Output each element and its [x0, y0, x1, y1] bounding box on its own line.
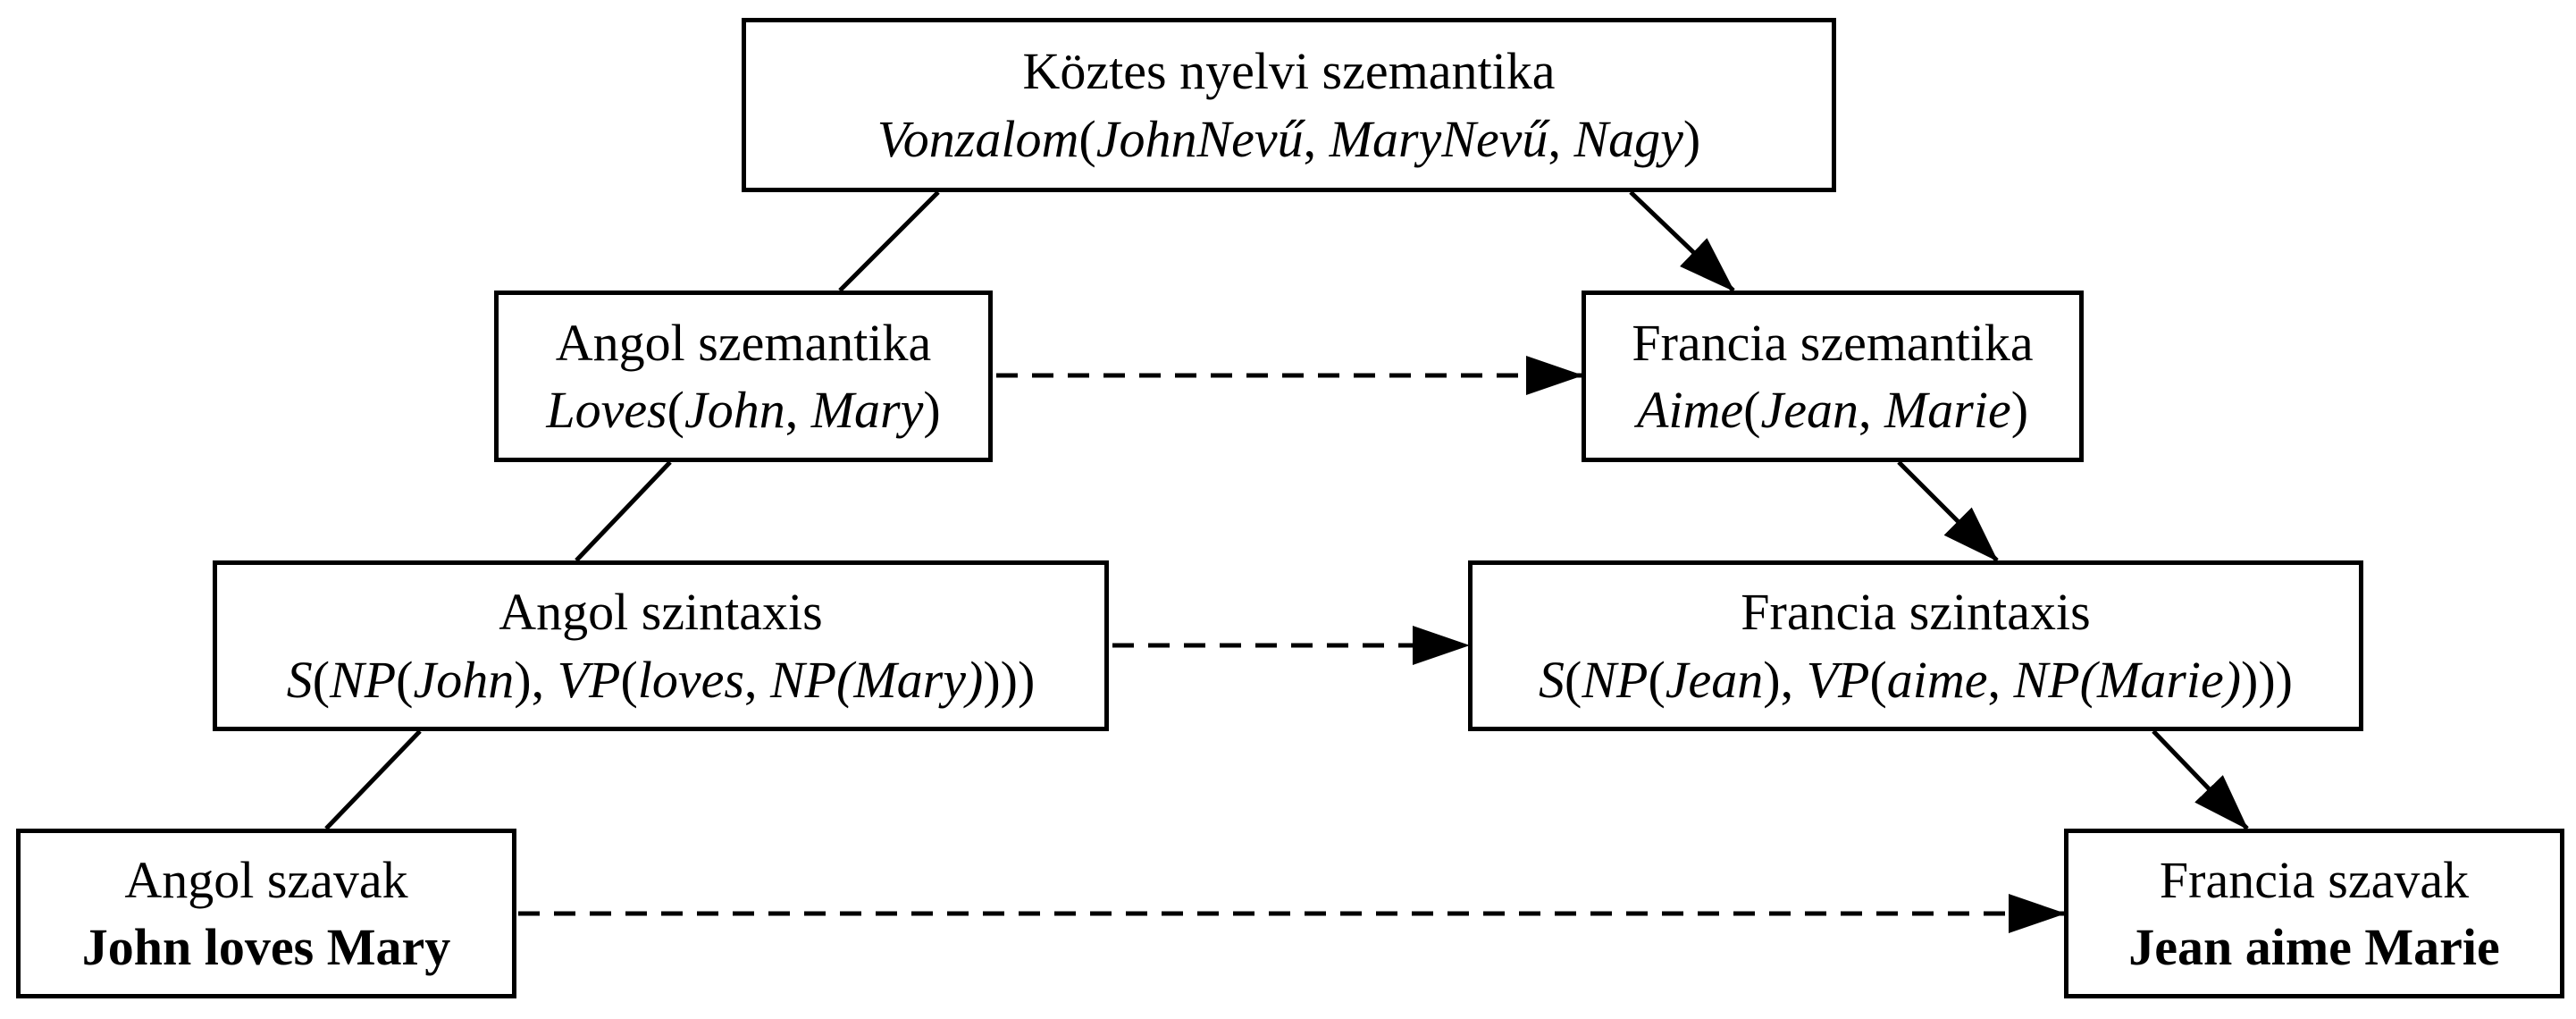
english-semantics-formula: Loves(John, Mary): [546, 381, 941, 439]
french-words-box: Francia szavak Jean aime Marie: [2064, 829, 2564, 998]
interlingua-formula: Vonzalom(JohnNevű, MaryNevű, Nagy): [877, 109, 1701, 168]
french-semantics-box: Francia szemantika Aime(Jean, Marie): [1582, 291, 2084, 462]
arrow-fr-semantics-to-fr-syntax: [1897, 460, 1999, 562]
english-syntax-box: Angol szintaxis S(NP(John), VP(loves, NP…: [213, 560, 1109, 731]
line-en-semantics-to-en-syntax: [575, 460, 672, 562]
english-words-box: Angol szavak John loves Mary: [16, 829, 516, 998]
interlingua-semantics-box: Köztes nyelvi szemantika Vonzalom(JohnNe…: [742, 18, 1836, 192]
french-semantics-formula: Aime(Jean, Marie): [1636, 381, 2029, 439]
english-words-sentence: John loves Mary: [81, 918, 451, 976]
line-en-syntax-to-en-words: [324, 729, 422, 830]
english-semantics-title: Angol szemantika: [555, 313, 932, 372]
french-syntax-formula: S(NP(Jean), VP(aime, NP(Marie)))): [1539, 650, 2293, 709]
french-words-title: Francia szavak: [2159, 850, 2470, 909]
arrow-fr-syntax-to-fr-words: [2152, 729, 2249, 830]
english-semantics-box: Angol szemantika Loves(John, Mary): [494, 291, 993, 462]
line-interlingua-to-en-semantics: [838, 190, 940, 292]
french-syntax-title: Francia szintaxis: [1741, 583, 2091, 642]
arrow-interlingua-to-fr-semantics: [1629, 190, 1735, 292]
french-semantics-title: Francia szemantika: [1632, 313, 2034, 372]
interlingua-title: Köztes nyelvi szemantika: [1022, 42, 1556, 101]
english-syntax-formula: S(NP(John), VP(loves, NP(Mary)))): [286, 650, 1036, 709]
french-words-sentence: Jean aime Marie: [2128, 918, 2500, 976]
english-syntax-title: Angol szintaxis: [499, 583, 823, 642]
french-syntax-box: Francia szintaxis S(NP(Jean), VP(aime, N…: [1468, 560, 2363, 731]
english-words-title: Angol szavak: [124, 850, 408, 909]
